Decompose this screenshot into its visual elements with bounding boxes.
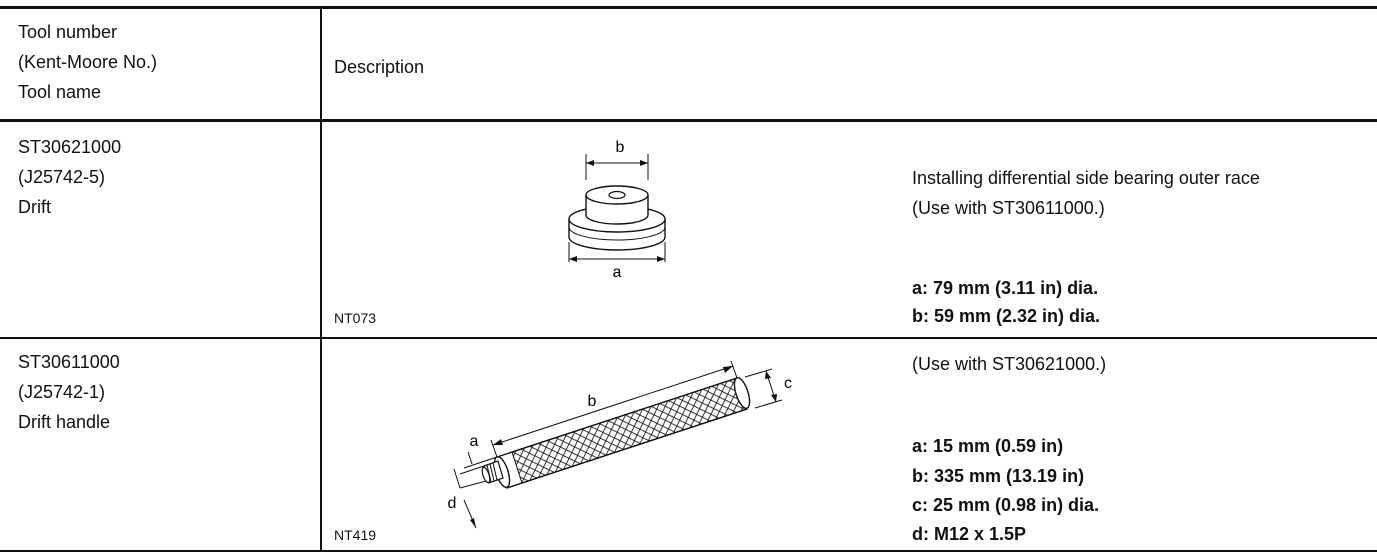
table-top-rule — [0, 6, 1377, 9]
header-tool-number: Tool number — [18, 22, 118, 42]
column-divider-rule — [320, 6, 322, 552]
row-divider-rule — [0, 337, 1377, 339]
row2-figure-code: NT419 — [334, 527, 377, 543]
row2-tool-number: ST30611000 — [18, 352, 120, 372]
handle-label-a: a — [470, 433, 479, 450]
row1-figure-code: NT073 — [334, 310, 377, 326]
row1-kent-moore: (J25742-5) — [18, 167, 106, 187]
row1-tool-name: Drift — [18, 197, 51, 217]
row2-spec-d: d: M12 x 1.5P — [912, 524, 1027, 544]
header-kent-moore: (Kent-Moore No.) — [18, 52, 158, 72]
header-bottom-rule — [0, 119, 1377, 122]
table-bottom-rule — [0, 550, 1377, 552]
row2-spec-c: c: 25 mm (0.98 in) dia. — [912, 495, 1100, 515]
drift-handle-figure: b c a d — [448, 360, 792, 529]
header-tool-name: Tool name — [18, 82, 102, 102]
row1-desc-line-1: Installing differential side bearing out… — [912, 168, 1260, 188]
drift-label-b: b — [616, 139, 625, 156]
row2-spec-b: b: 335 mm (13.19 in) — [912, 466, 1085, 486]
row2-tool-name: Drift handle — [18, 412, 111, 432]
row1-spec-a: a: 79 mm (3.11 in) dia. — [912, 278, 1099, 298]
drift-figure: b a — [568, 139, 666, 281]
handle-label-b: b — [588, 393, 597, 410]
row1-tool-number: ST30621000 — [18, 137, 122, 157]
row2-desc-line-1: (Use with ST30621000.) — [912, 354, 1107, 374]
handle-label-c: c — [784, 375, 792, 392]
drift-label-a: a — [613, 264, 622, 281]
row2-spec-a: a: 15 mm (0.59 in) — [912, 436, 1064, 456]
row1-desc-line-2: (Use with ST30611000.) — [912, 198, 1105, 218]
row2-kent-moore: (J25742-1) — [18, 382, 106, 402]
header-description: Description — [334, 57, 425, 77]
handle-label-d: d — [448, 495, 457, 512]
row1-spec-b: b: 59 mm (2.32 in) dia. — [912, 306, 1101, 326]
